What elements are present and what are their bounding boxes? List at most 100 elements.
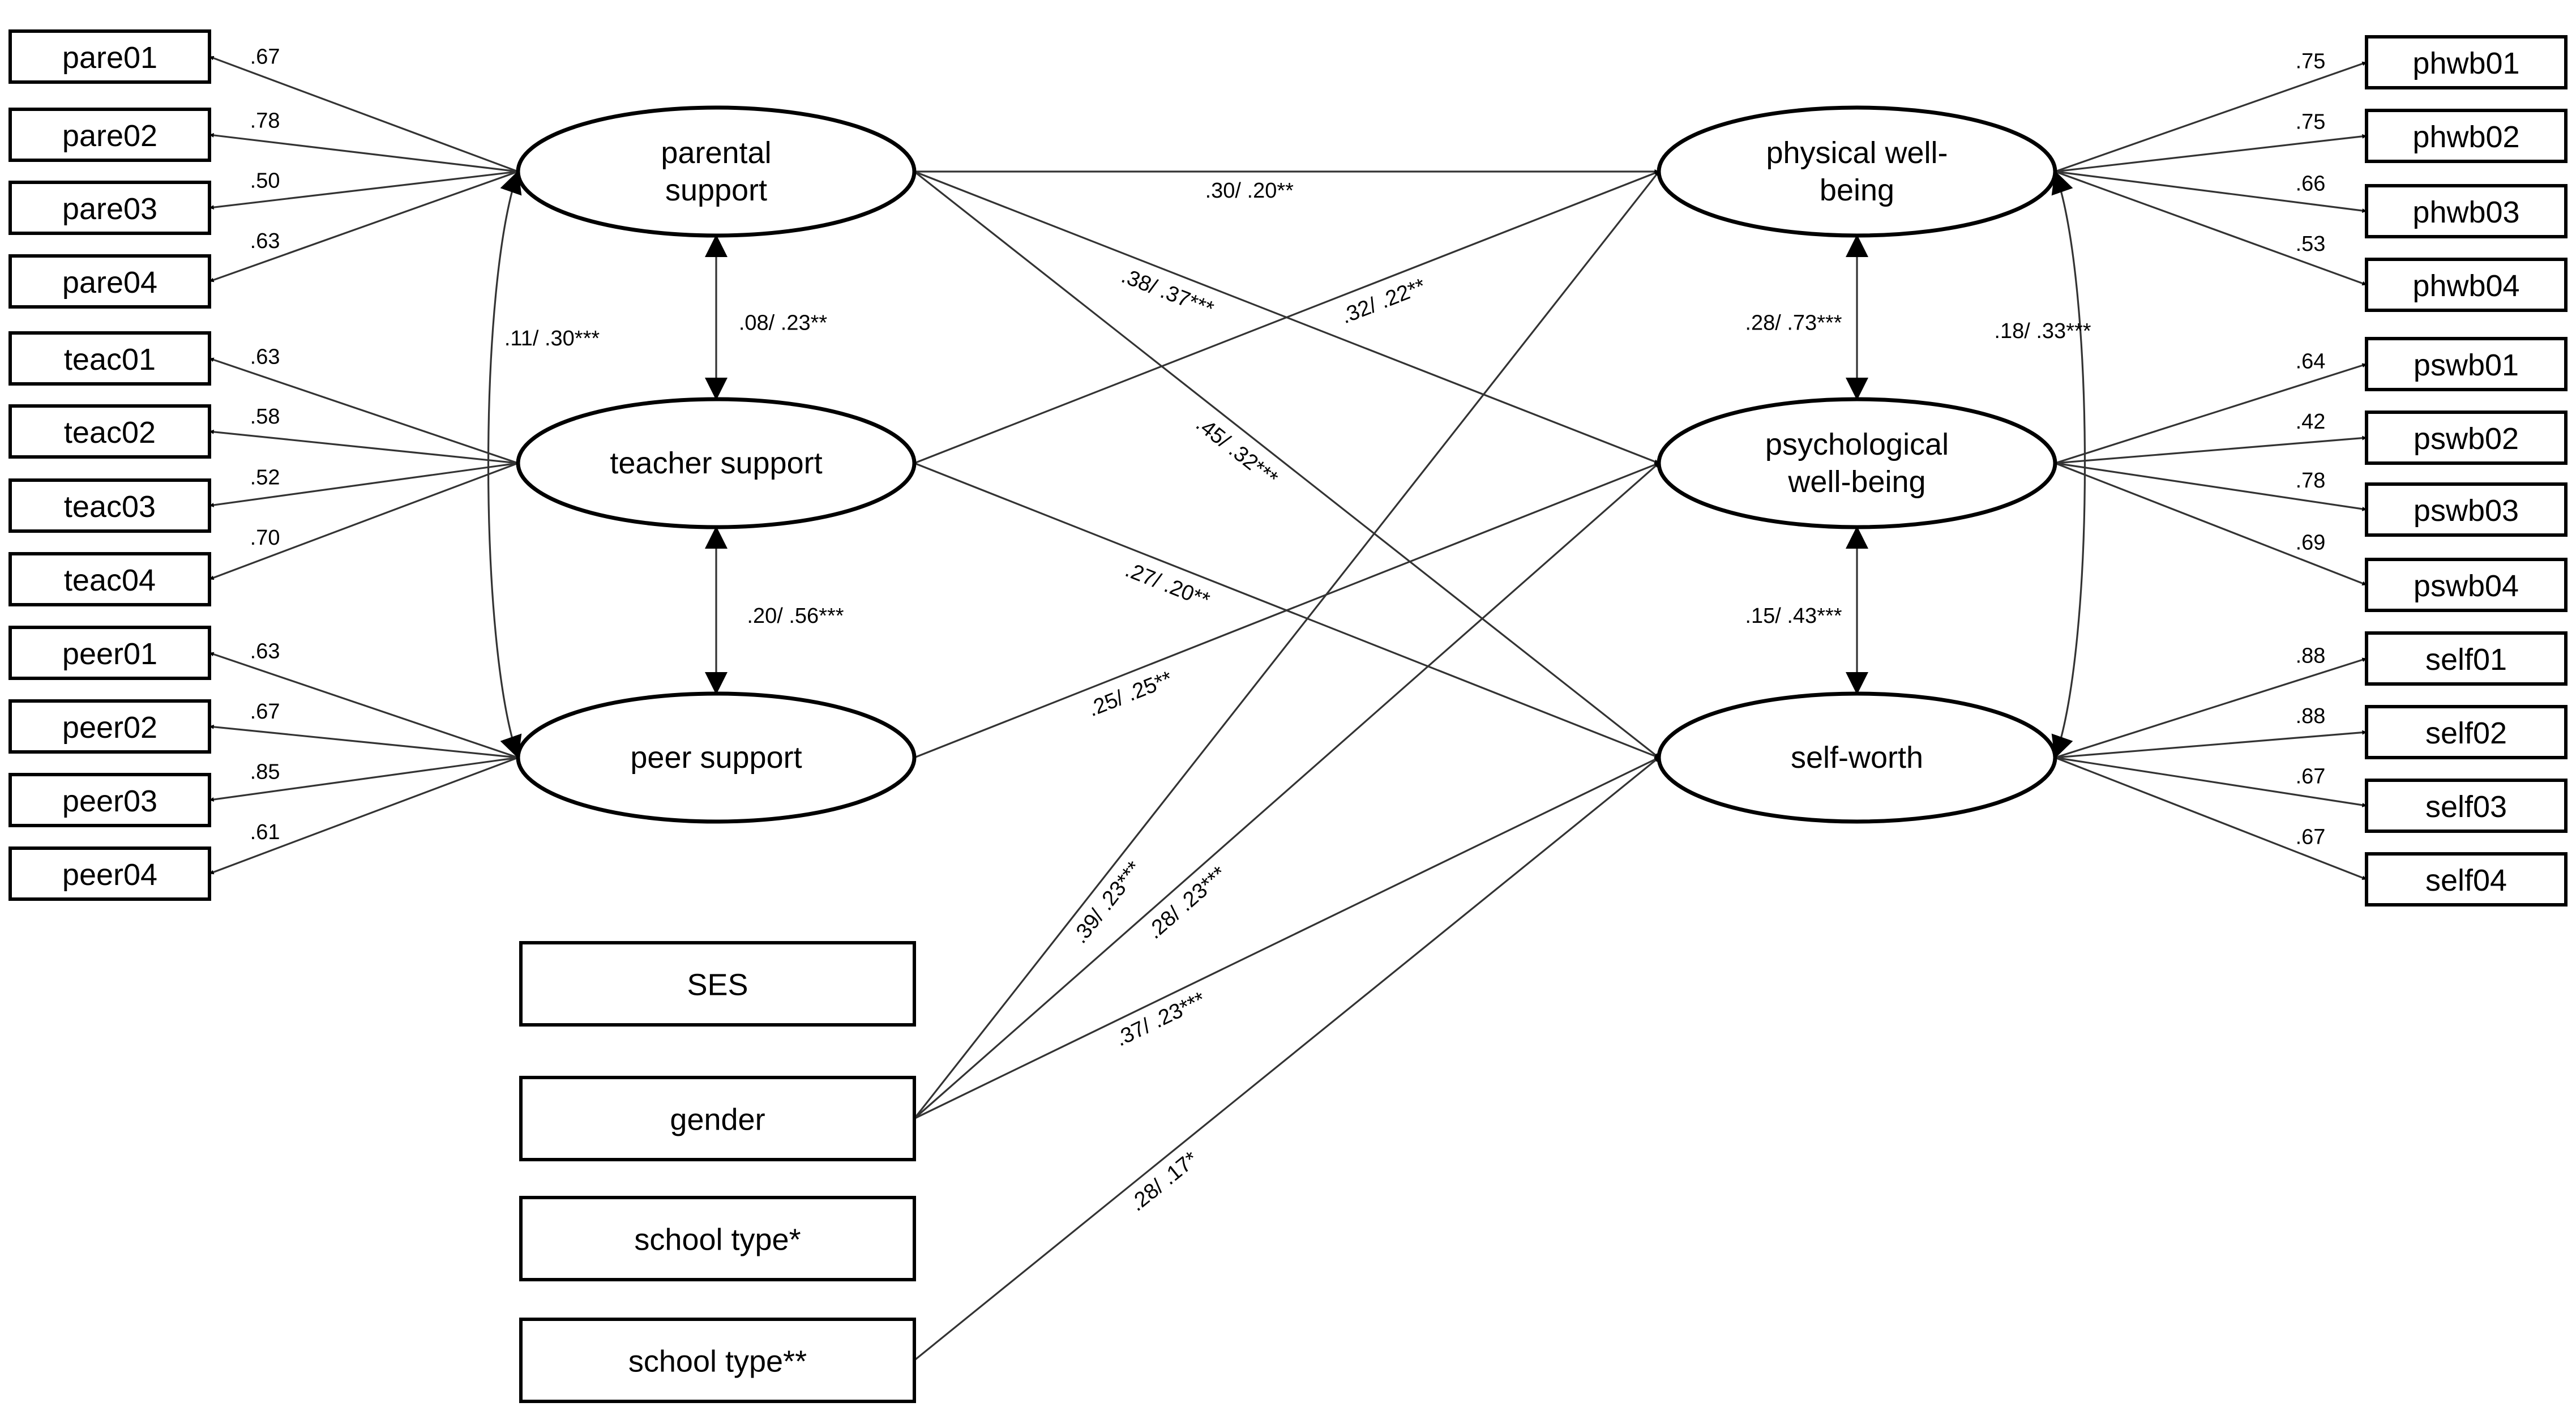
path-label-teacher_physical: .32/ .22** xyxy=(1338,274,1429,328)
loading-arrow-pare02 xyxy=(209,132,519,173)
loading-label-phwb03: .66 xyxy=(2296,172,2326,195)
loading-label-peer01: .63 xyxy=(250,639,280,663)
correlation-label-parental_peer: .11/ .30*** xyxy=(504,327,600,350)
loading-arrow-self02 xyxy=(2055,730,2367,759)
indicator-label-pare02: pare02 xyxy=(62,119,157,153)
latent-label-selfworth-1: self-worth xyxy=(1791,741,1923,775)
latent-ellipse-peer xyxy=(516,691,917,824)
path-label-parental_psychological: .38/ .37*** xyxy=(1118,264,1217,322)
loading-label-phwb02: .75 xyxy=(2296,110,2326,134)
indicator-box-phwb01 xyxy=(2365,35,2568,89)
indicator-box-pare04 xyxy=(8,254,211,309)
covariate-school-type-1: school type* xyxy=(519,1196,916,1281)
indicator-peer01: peer01 xyxy=(8,626,211,680)
indicator-teac03: teac03 xyxy=(8,478,211,533)
path-label-gender_physical: .39/ .23*** xyxy=(1068,857,1146,948)
loading-arrow-peer01 xyxy=(209,652,519,759)
latent-ellipse-physical xyxy=(1657,105,2057,238)
indicator-box-pare02 xyxy=(8,108,211,162)
covariate-box-school-type-2 xyxy=(519,1318,916,1403)
indicator-box-phwb03 xyxy=(2365,184,2568,238)
indicator-self02: self02 xyxy=(2365,705,2568,759)
loading-arrow-phwb03 xyxy=(2055,170,2367,213)
indicator-box-teac03 xyxy=(8,478,211,533)
indicator-box-peer02 xyxy=(8,699,211,754)
indicator-label-pswb02: pswb02 xyxy=(2414,422,2519,456)
path-arrow-gender_selfworth xyxy=(914,756,1659,1119)
latent-ellipse-psychological xyxy=(1657,397,2057,529)
indicator-teac01: teac01 xyxy=(8,331,211,386)
latent-label-physical-1: physical well- xyxy=(1766,136,1948,170)
indicator-peer02: peer02 xyxy=(8,699,211,754)
latent-peer: peer support xyxy=(516,691,917,824)
indicator-phwb04: phwb04 xyxy=(2365,258,2568,312)
correlation-label-parental_teacher: .08/ .23** xyxy=(739,311,828,335)
loading-label-phwb01: .75 xyxy=(2296,50,2326,74)
indicator-label-self01: self01 xyxy=(2425,643,2507,677)
correlation-arrow-parental_peer xyxy=(487,170,522,759)
indicator-box-pswb01 xyxy=(2365,337,2568,391)
loading-label-pare01: .67 xyxy=(250,45,280,69)
path-label-gender_selfworth: .37/ .23*** xyxy=(1112,987,1210,1051)
indicator-label-peer03: peer03 xyxy=(62,784,157,818)
loading-arrow-pare03 xyxy=(209,170,519,210)
indicator-box-self03 xyxy=(2365,779,2568,833)
indicator-label-phwb04: phwb04 xyxy=(2412,269,2519,303)
covariate-gender: gender xyxy=(519,1076,916,1161)
covariate-label-gender: gender xyxy=(670,1103,765,1137)
covariate-box-gender xyxy=(519,1076,916,1161)
indicator-phwb02: phwb02 xyxy=(2365,109,2568,163)
latent-physical: physical well-being xyxy=(1657,105,2057,238)
indicator-label-pare03: pare03 xyxy=(62,192,157,226)
path-label-teacher_selfworth: .27/ .20** xyxy=(1122,558,1213,613)
indicator-label-pswb03: pswb03 xyxy=(2414,494,2519,528)
loading-arrow-pswb04 xyxy=(2055,462,2367,586)
indicator-self01: self01 xyxy=(2365,631,2568,686)
loading-arrow-pare04 xyxy=(209,170,519,283)
loading-arrow-teac01 xyxy=(209,357,519,464)
loading-arrow-pare01 xyxy=(209,55,519,173)
path-arrow-gender_physical xyxy=(913,171,1660,1119)
loading-arrow-peer02 xyxy=(209,724,519,759)
latent-ellipse-teacher xyxy=(516,397,917,529)
indicator-pswb03: pswb03 xyxy=(2365,482,2568,537)
latent-ellipse-parental xyxy=(516,105,917,238)
indicator-pare01: pare01 xyxy=(8,29,211,84)
loading-label-teac03: .52 xyxy=(250,466,280,490)
indicator-teac02: teac02 xyxy=(8,404,211,459)
loading-label-pare02: .78 xyxy=(250,109,280,133)
indicator-pare04: pare04 xyxy=(8,254,211,309)
loading-arrow-pswb03 xyxy=(2055,462,2367,511)
loading-label-self01: .88 xyxy=(2296,644,2326,668)
correlation-label-physical_selfworth: .18/ .33*** xyxy=(1994,319,2091,343)
loading-label-peer02: .67 xyxy=(250,700,280,724)
loading-arrow-phwb01 xyxy=(2055,61,2367,173)
indicator-box-teac02 xyxy=(8,404,211,459)
latent-label-psychological-2: well-being xyxy=(1787,465,1925,499)
indicator-pswb02: pswb02 xyxy=(2365,411,2568,465)
loading-arrow-self04 xyxy=(2055,756,2367,880)
indicator-label-pare01: pare01 xyxy=(62,41,157,75)
path-label-parental_physical: .30/ .20** xyxy=(1205,179,1294,203)
loading-arrow-peer03 xyxy=(209,756,519,802)
latent-label-physical-2: being xyxy=(1820,173,1894,207)
covariate-ses: SES xyxy=(519,941,916,1027)
path-label-gender_psychological: .28/ .23*** xyxy=(1142,862,1231,944)
correlation-label-teacher_peer: .20/ .56*** xyxy=(747,604,844,628)
indicator-label-pare04: pare04 xyxy=(62,266,157,300)
indicator-label-self02: self02 xyxy=(2425,716,2507,750)
correlation-arrow-physical_selfworth xyxy=(2051,170,2086,759)
indicator-box-pswb02 xyxy=(2365,411,2568,465)
loading-arrow-self01 xyxy=(2055,657,2367,759)
indicator-box-pare03 xyxy=(8,181,211,235)
loading-label-peer04: .61 xyxy=(250,820,280,844)
indicator-box-peer01 xyxy=(8,626,211,680)
indicator-label-phwb03: phwb03 xyxy=(2412,195,2519,229)
indicator-box-phwb02 xyxy=(2365,109,2568,163)
latent-label-parental-2: support xyxy=(665,173,767,207)
latent-label-teacher-1: teacher support xyxy=(610,446,822,480)
latent-selfworth: self-worth xyxy=(1657,691,2057,824)
loading-arrow-teac03 xyxy=(209,462,519,507)
indicator-label-teac02: teac02 xyxy=(64,416,156,450)
